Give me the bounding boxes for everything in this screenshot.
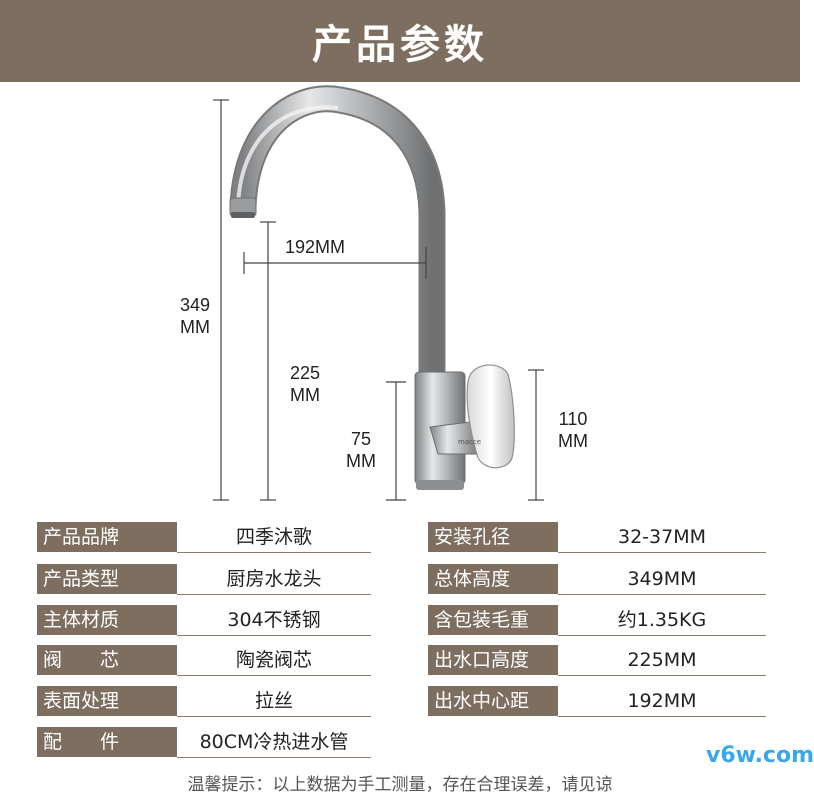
spec-value: 225MM bbox=[558, 645, 766, 676]
spec-row-hole-diameter: 安装孔径 32-37MM bbox=[428, 522, 766, 553]
spec-value: 约1.35KG bbox=[558, 605, 766, 636]
spec-label: 表面处理 bbox=[37, 686, 177, 716]
spec-label: 配 件 bbox=[37, 727, 177, 757]
handle-height-label: 110 MM bbox=[548, 408, 598, 452]
footnote: 温馨提示：以上数据为手工测量，存在合理误差，请见谅 bbox=[187, 775, 613, 795]
watermark: v6w.com bbox=[706, 743, 814, 768]
spec-label: 出水口高度 bbox=[428, 645, 558, 675]
faucet-handle bbox=[466, 364, 515, 469]
spec-row-outlet-distance: 出水中心距 192MM bbox=[428, 686, 766, 717]
spec-label: 主体材质 bbox=[37, 605, 177, 635]
spec-row-accessories: 配 件 80CM冷热进水管 bbox=[37, 727, 371, 758]
width-dimension-label: 192MM bbox=[285, 237, 346, 257]
spec-row-type: 产品类型 厨房水龙头 bbox=[37, 564, 371, 595]
spec-value: 32-37MM bbox=[558, 522, 766, 553]
spec-label: 安装孔径 bbox=[428, 522, 558, 552]
spec-row-total-height: 总体高度 349MM bbox=[428, 564, 766, 595]
spec-row-finish: 表面处理 拉丝 bbox=[37, 686, 371, 717]
spout-height-value: 225 bbox=[289, 363, 321, 383]
base-height-unit: MM bbox=[346, 451, 376, 471]
total-height-unit: MM bbox=[180, 317, 210, 337]
spec-label: 总体高度 bbox=[428, 564, 558, 594]
handle-height-value: 110 bbox=[558, 409, 588, 429]
spec-value: 192MM bbox=[558, 686, 766, 717]
spec-row-outlet-height: 出水口高度 225MM bbox=[428, 645, 766, 676]
spout-height-label: 225 MM bbox=[280, 362, 330, 406]
base-height-label: 75 MM bbox=[336, 428, 386, 472]
spec-value: 拉丝 bbox=[177, 686, 371, 717]
spec-value: 304不锈钢 bbox=[177, 605, 371, 636]
spec-row-valve: 阀 芯 陶瓷阀芯 bbox=[37, 645, 371, 676]
total-height-label: 349 MM bbox=[170, 294, 220, 338]
total-height-value: 349 bbox=[179, 295, 211, 315]
base-height-value: 75 bbox=[350, 429, 372, 449]
spec-label: 产品品牌 bbox=[37, 522, 177, 552]
faucet-illustration: macce bbox=[213, 85, 544, 501]
handle-height-unit: MM bbox=[558, 431, 588, 451]
page-title: 产品参数 bbox=[312, 22, 488, 68]
spec-value: 陶瓷阀芯 bbox=[177, 645, 371, 676]
spec-value: 厨房水龙头 bbox=[177, 564, 371, 595]
spec-row-brand: 产品品牌 四季沐歌 bbox=[37, 522, 371, 553]
spec-label: 阀 芯 bbox=[37, 645, 177, 675]
spout-height-unit: MM bbox=[290, 385, 320, 405]
spec-value: 349MM bbox=[558, 564, 766, 595]
spec-value: 四季沐歌 bbox=[177, 522, 371, 553]
spec-value: 80CM冷热进水管 bbox=[177, 727, 371, 758]
spec-label: 产品类型 bbox=[37, 564, 177, 594]
header-banner: 产品参数 bbox=[0, 0, 800, 82]
spec-label: 出水中心距 bbox=[428, 686, 558, 716]
spec-row-material: 主体材质 304不锈钢 bbox=[37, 605, 371, 636]
spec-row-gross-weight: 含包装毛重 约1.35KG bbox=[428, 605, 766, 636]
faucet-brand-text: macce bbox=[458, 438, 481, 446]
spec-label: 含包装毛重 bbox=[428, 605, 558, 635]
faucet-diagram: macce 192MM 349 MM bbox=[0, 82, 800, 512]
